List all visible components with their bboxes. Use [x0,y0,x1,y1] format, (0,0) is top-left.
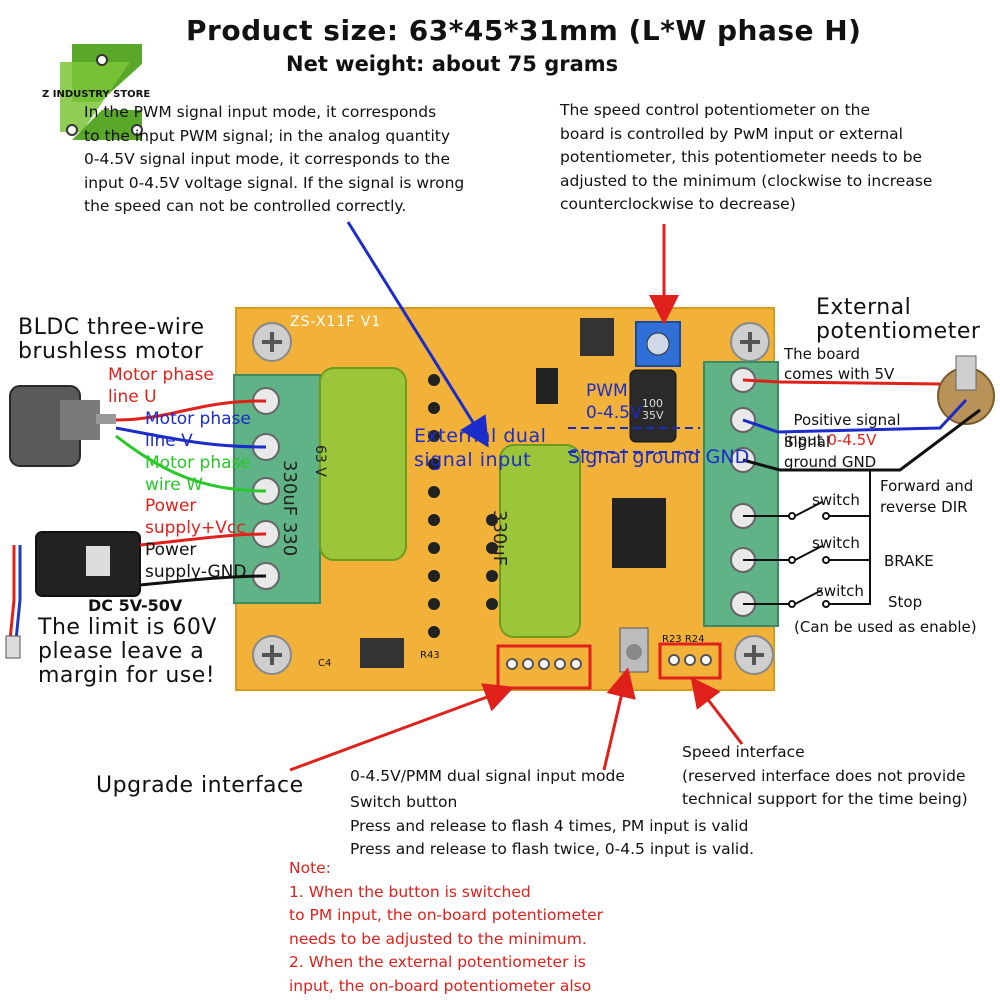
cap-middle-label: 330uF [489,510,510,567]
phase-w-label: Motor phase wire W [145,453,251,495]
cap-left-voltage: 63 V [312,445,328,477]
dc-range-label: DC 5V-50V [88,596,183,615]
positive-signal-range: 0-4.5V [827,431,877,449]
signal-ground-label: Signal ground GND [784,433,877,471]
ext-pot-title: External potentiometer [816,295,981,344]
upgrade-interface-box [496,644,592,690]
pwm-note-arrow [346,221,489,448]
bldc-motor-icon [9,385,116,467]
pwm-mark-label: PWM 0-4.5V [586,381,642,423]
upgrade-interface-label: Upgrade interface [96,773,304,798]
dir-label: Forward and reverse DIR [880,477,974,516]
diode [536,368,558,404]
signal-terminal [703,361,779,627]
phase-v-label: Motor phase line V [145,409,251,451]
phase-u-label: Motor phase line U [108,365,214,407]
gnd-label: Power supply-GND [145,540,247,582]
mode-instructions: Switch button Press and release to flash… [350,793,754,858]
enable-label: (Can be used as enable) [794,618,977,636]
board-5v-label: The board comes with 5V [784,345,895,383]
capacitor-small [629,369,677,443]
positive-signal-label: Positive signal input 0-4.5V [784,390,901,450]
switch-stop-label: switch [816,582,864,600]
switch-icon [743,560,871,608]
switch-brake-label: switch [812,534,860,552]
page-title: Product size: 63*45*31mm (L*W phase H) [186,14,862,47]
bottom-note: Note: 1. When the button is switched to … [289,859,604,995]
driver-chip [612,498,666,568]
positive-signal-text: Positive signal input [784,411,901,449]
r23-label: R23 R24 [662,634,705,645]
ic-r43 [360,638,404,668]
capacitor-left [319,367,407,561]
r43-label: R43 [420,650,440,661]
screw-icon [252,635,292,675]
speed-interface-label: Speed interface (reserved interface does… [682,743,968,808]
speed-interface-box [658,642,722,680]
dual-signal-label: External dual signal input [414,425,547,471]
board-model-label: ZS-X11F V1 [290,314,382,330]
cap-small-label: 100 35V [642,397,664,422]
store-logo-text: Z INDUSTRY STORE [42,89,151,100]
voltage-limit-note: The limit is 60V please leave a margin f… [38,615,217,688]
speed-pot-note: The speed control potentiometer on the b… [560,101,933,213]
signal-gnd-label: Signal ground GND [568,446,750,468]
screw-icon [730,322,770,362]
power-supply-icon [5,531,141,659]
motor-title: BLDC three-wire brushless motor [18,315,205,364]
regulator [580,318,614,356]
page-subtitle: Net weight: about 75 grams [286,52,619,76]
mode-title-label: 0-4.5V/PMM dual signal input mode [350,767,625,785]
upgrade-arrow [289,683,515,772]
speed-interface-arrow [690,676,744,745]
brake-label: BRAKE [884,552,934,570]
switch-button-arrow [602,667,636,771]
screw-icon [252,322,292,362]
stop-label: Stop [888,593,923,611]
c4-label: C4 [318,658,332,669]
store-logo [42,40,162,160]
capacitor-middle [499,444,581,638]
cap-left-label: 330uF 330 [279,460,300,557]
z-logo-icon [60,44,143,140]
external-potentiometer-icon [937,355,995,425]
switch-dir-label: switch [812,491,860,509]
screw-icon [734,635,774,675]
pwm-signal-note: In the PWM signal input mode, it corresp… [84,103,465,215]
vcc-label: Power supply+Vcc [145,496,246,538]
